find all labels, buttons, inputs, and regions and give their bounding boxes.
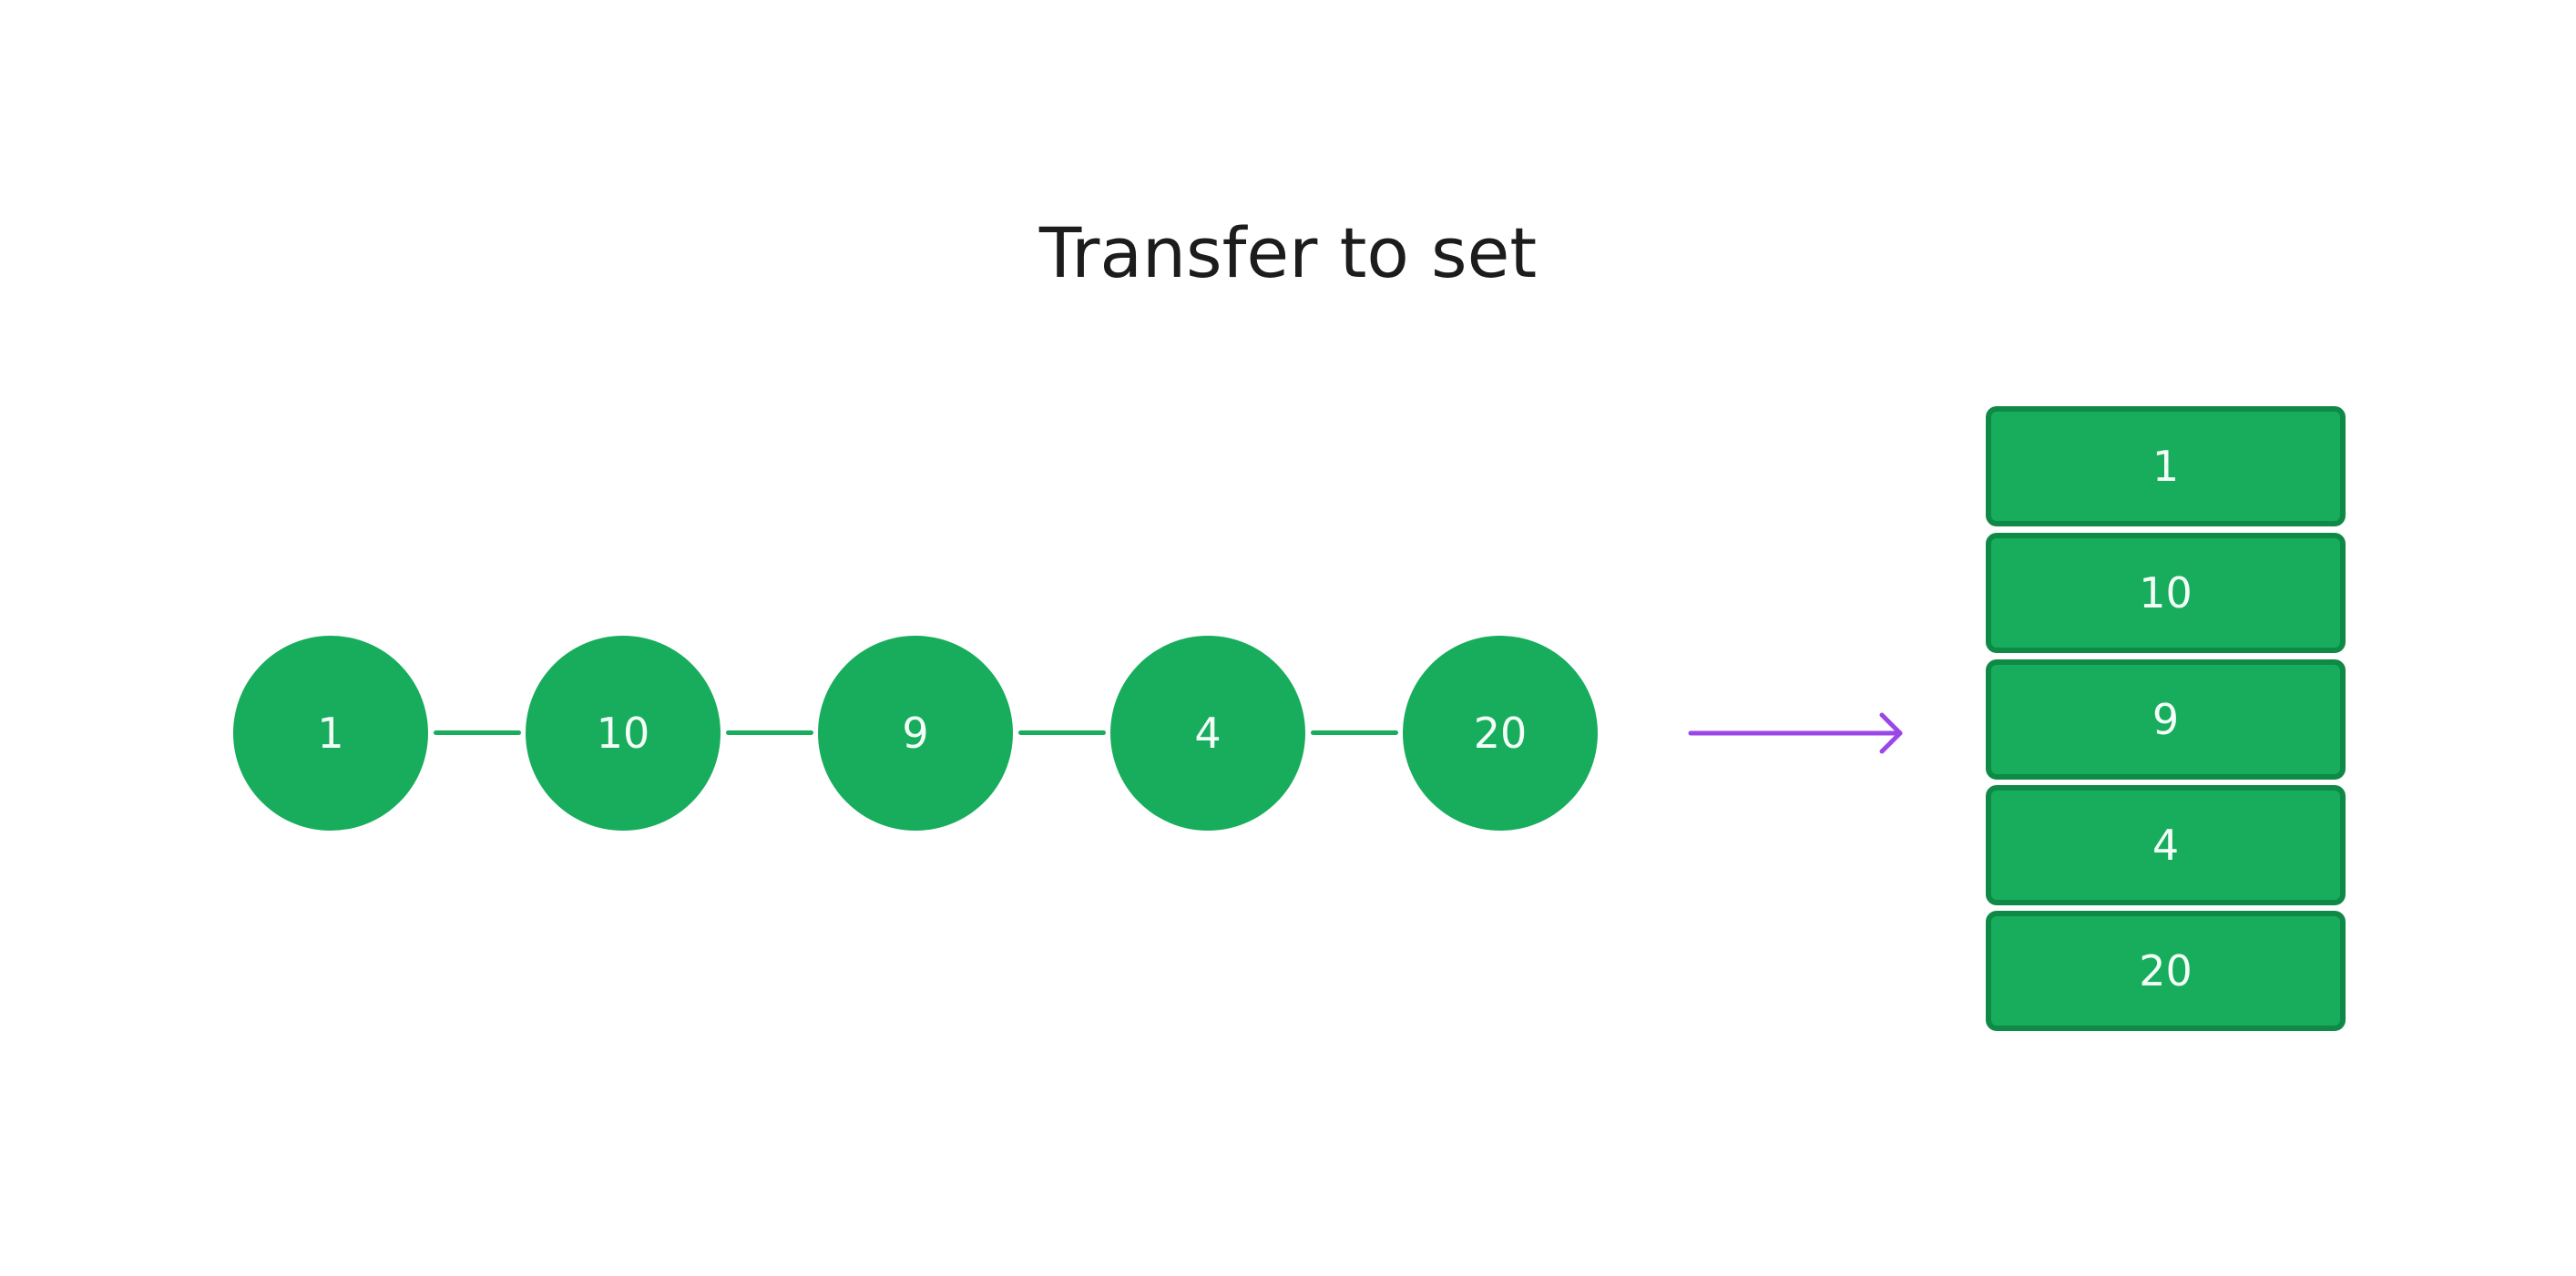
transfer-arrow-icon: [1688, 712, 1903, 754]
list-node: 20: [1403, 636, 1598, 831]
diagram-title: Transfer to set: [1038, 212, 1538, 293]
list-node: 1: [233, 636, 428, 831]
set-item: 9: [1986, 659, 2346, 780]
list-link: [1311, 730, 1398, 735]
list-link: [434, 730, 521, 735]
set-item: 20: [1986, 911, 2346, 1031]
list-node: 4: [1110, 636, 1305, 831]
set-item: 4: [1986, 785, 2346, 905]
list-node: 9: [818, 636, 1013, 831]
list-node: 10: [526, 636, 721, 831]
set-item: 10: [1986, 533, 2346, 653]
list-link: [1018, 730, 1106, 735]
set-item: 1: [1986, 406, 2346, 526]
list-link: [726, 730, 813, 735]
